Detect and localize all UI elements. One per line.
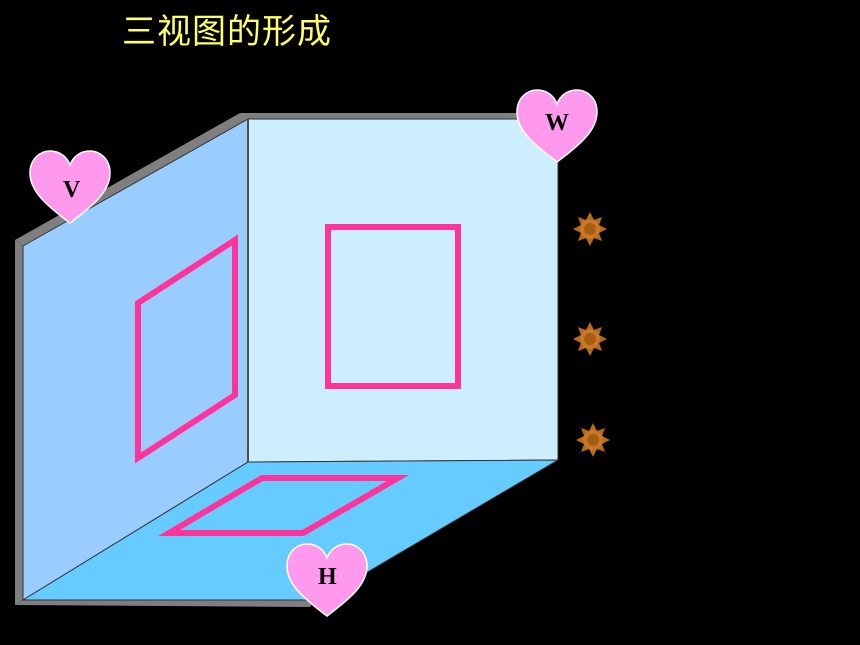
w-label: W xyxy=(545,110,569,136)
v-label: V xyxy=(63,177,81,203)
heart-icon xyxy=(516,89,598,163)
v-plane-left-edge xyxy=(15,240,23,605)
heart-icon xyxy=(29,150,111,224)
sun-icon xyxy=(573,322,607,356)
sun-button-2[interactable] xyxy=(573,322,607,356)
sun-button-1[interactable] xyxy=(573,212,607,246)
v-heart-label[interactable]: V xyxy=(29,150,111,224)
w-heart-label[interactable]: W xyxy=(516,89,598,163)
heart-icon xyxy=(286,543,368,617)
h-projection-outline xyxy=(158,475,410,536)
w-plane-top-edge xyxy=(240,113,560,120)
sun-icon xyxy=(576,423,610,457)
w-plane xyxy=(247,118,559,463)
h-heart-label[interactable]: H xyxy=(286,543,368,617)
h-plane-front-edge xyxy=(15,600,315,607)
w-projection-outline xyxy=(325,224,461,389)
v-projection-outline xyxy=(135,234,238,464)
page-title: 三视图的形成 xyxy=(122,12,332,52)
sun-button-3[interactable] xyxy=(576,423,610,457)
sun-icon xyxy=(573,212,607,246)
h-label: H xyxy=(318,564,337,590)
